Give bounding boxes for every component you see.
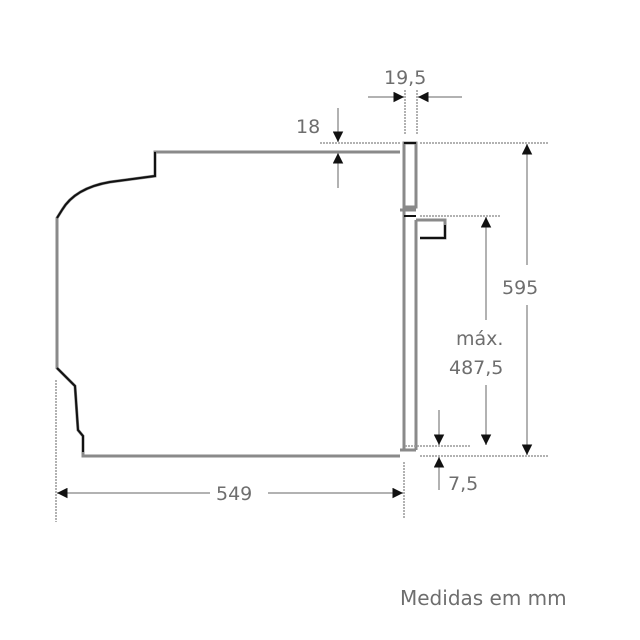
dim-max-label: máx. (456, 328, 503, 350)
dim-bottom-offset-label: 7,5 (448, 473, 478, 495)
dim-max-height-label: 487,5 (449, 357, 503, 379)
dim-top-offset-label: 18 (296, 116, 320, 138)
oven-body-outline (55, 150, 400, 458)
dim-total-height-label: 595 (502, 277, 538, 299)
dim-depth-label: 549 (216, 483, 252, 505)
units-caption: Medidas em mm (400, 586, 567, 610)
front-panel-accent (404, 142, 446, 239)
oven-front-panel (400, 141, 447, 452)
extension-lines (55, 90, 548, 522)
dim-front-thickness-label: 19,5 (384, 67, 426, 89)
oven-body-accent (56, 152, 156, 452)
